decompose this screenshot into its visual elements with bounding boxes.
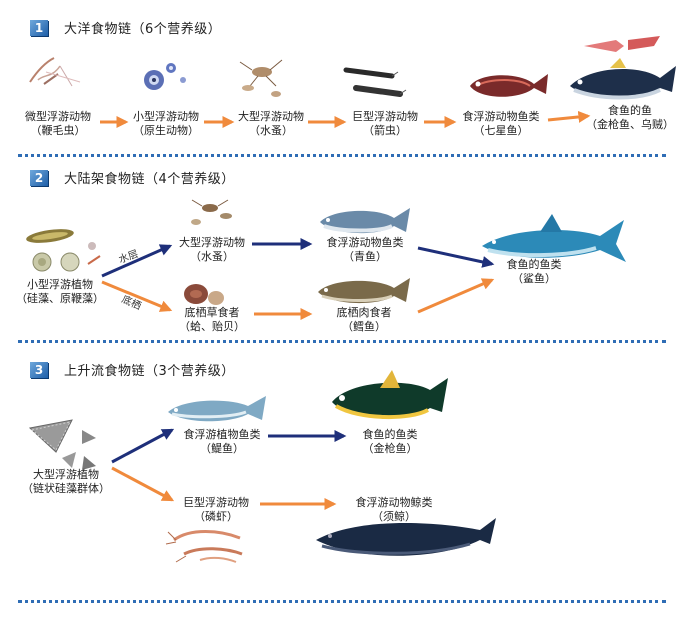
node-piscivorous-fish: 食鱼的鱼 （金枪鱼、乌贼） <box>586 104 674 131</box>
anchovy-icon <box>168 396 266 422</box>
node-planktivorous-fish: 食浮游动物鱼类 （七星鱼） <box>462 110 540 137</box>
diatom-icon <box>26 229 101 272</box>
section-divider-3 <box>18 600 666 603</box>
node-mega-zooplankton: 巨型浮游动物 （箭虫） <box>352 110 418 137</box>
herring-icon <box>320 208 410 234</box>
node-piscivorous-fish-2: 食鱼的鱼类 （鲨鱼） <box>506 258 562 285</box>
node-phytoplanktivorous-fish: 食浮游植物鱼类 （鳀鱼） <box>183 428 261 455</box>
tuna-squid-icon <box>570 36 676 100</box>
section-2-title: 大陆架食物链（4个营养级） <box>64 172 235 187</box>
krill-icon <box>165 530 243 563</box>
section-1-arrows <box>100 110 591 128</box>
section-divider-2 <box>18 340 666 343</box>
section-3-arrows <box>111 428 347 510</box>
protozoa-icon <box>144 63 186 90</box>
node-small-zooplankton: 小型浮游动物 （原生动物） <box>133 110 199 137</box>
node-small-phytoplankton: 小型浮游植物 （硅藻、原鞭藻） <box>16 278 104 305</box>
chain-diatom-icon <box>28 419 96 470</box>
section-3-number: 3 <box>30 362 48 378</box>
node-mega-zooplankton-2: 巨型浮游动物 （磷虾） <box>183 496 249 523</box>
flagellate-icon <box>29 57 81 87</box>
water-flea-icon <box>239 59 283 97</box>
node-large-zooplankton: 大型浮游动物 （水蚤） <box>238 110 304 137</box>
water-flea-icon-2 <box>191 199 232 225</box>
section-1-title: 大洋食物链（6个营养级） <box>64 22 222 37</box>
node-benthic-herbivore: 底栖草食者 （蛤、贻贝） <box>179 306 245 333</box>
cod-icon <box>318 278 410 304</box>
arrow-worm-icon <box>343 67 407 97</box>
node-zooplanktivorous-whale: 食浮游动物鲸类 （须鲸） <box>355 496 433 523</box>
node-piscivorous-fish-3: 食鱼的鱼类 （金枪鱼） <box>362 428 418 455</box>
section-divider-1 <box>18 154 666 157</box>
node-benthic-carnivore: 底栖肉食者 （鳕鱼） <box>336 306 392 333</box>
node-large-zooplankton-2: 大型浮游动物 （水蚤） <box>179 236 245 263</box>
section-2-arrows <box>101 238 495 320</box>
node-large-phytoplankton: 大型浮游植物 （链状硅藻群体） <box>22 468 110 495</box>
tuna-icon <box>332 370 448 419</box>
node-planktivorous-fish-2: 食浮游动物鱼类 （青鱼） <box>326 236 404 263</box>
node-micro-zooplankton: 微型浮游动物 （鞭毛虫） <box>25 110 91 137</box>
section-1-number: 1 <box>30 20 48 36</box>
shark-icon <box>482 214 626 262</box>
baleen-whale-icon <box>316 518 496 556</box>
section-3-title: 上升流食物链（3个营养级） <box>64 364 235 379</box>
clam-icon <box>184 284 224 305</box>
lanternfish-icon <box>470 74 548 97</box>
section-2-number: 2 <box>30 170 48 186</box>
